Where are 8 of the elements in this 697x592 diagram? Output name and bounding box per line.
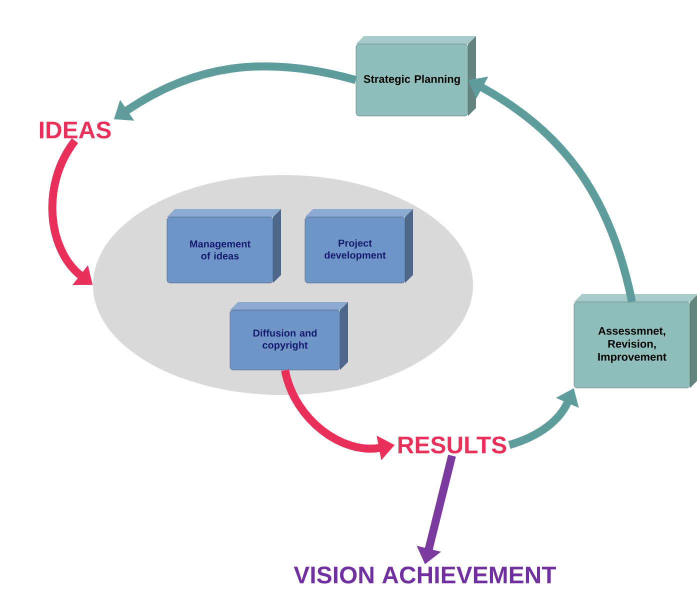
process-box: Project development — [304, 209, 413, 284]
process-box: Diffusion and copyright — [230, 302, 348, 370]
heading-text: VISION ACHIEVEMENT — [294, 566, 556, 584]
heading-text: IDEAS — [40, 122, 111, 138]
heading-text: RESULTS — [398, 436, 506, 454]
process-box: Assessmnet, Revision, Improvement — [574, 294, 697, 388]
process-box: Strategic Planning — [356, 36, 476, 116]
process-box: Management of ideas — [166, 209, 281, 284]
